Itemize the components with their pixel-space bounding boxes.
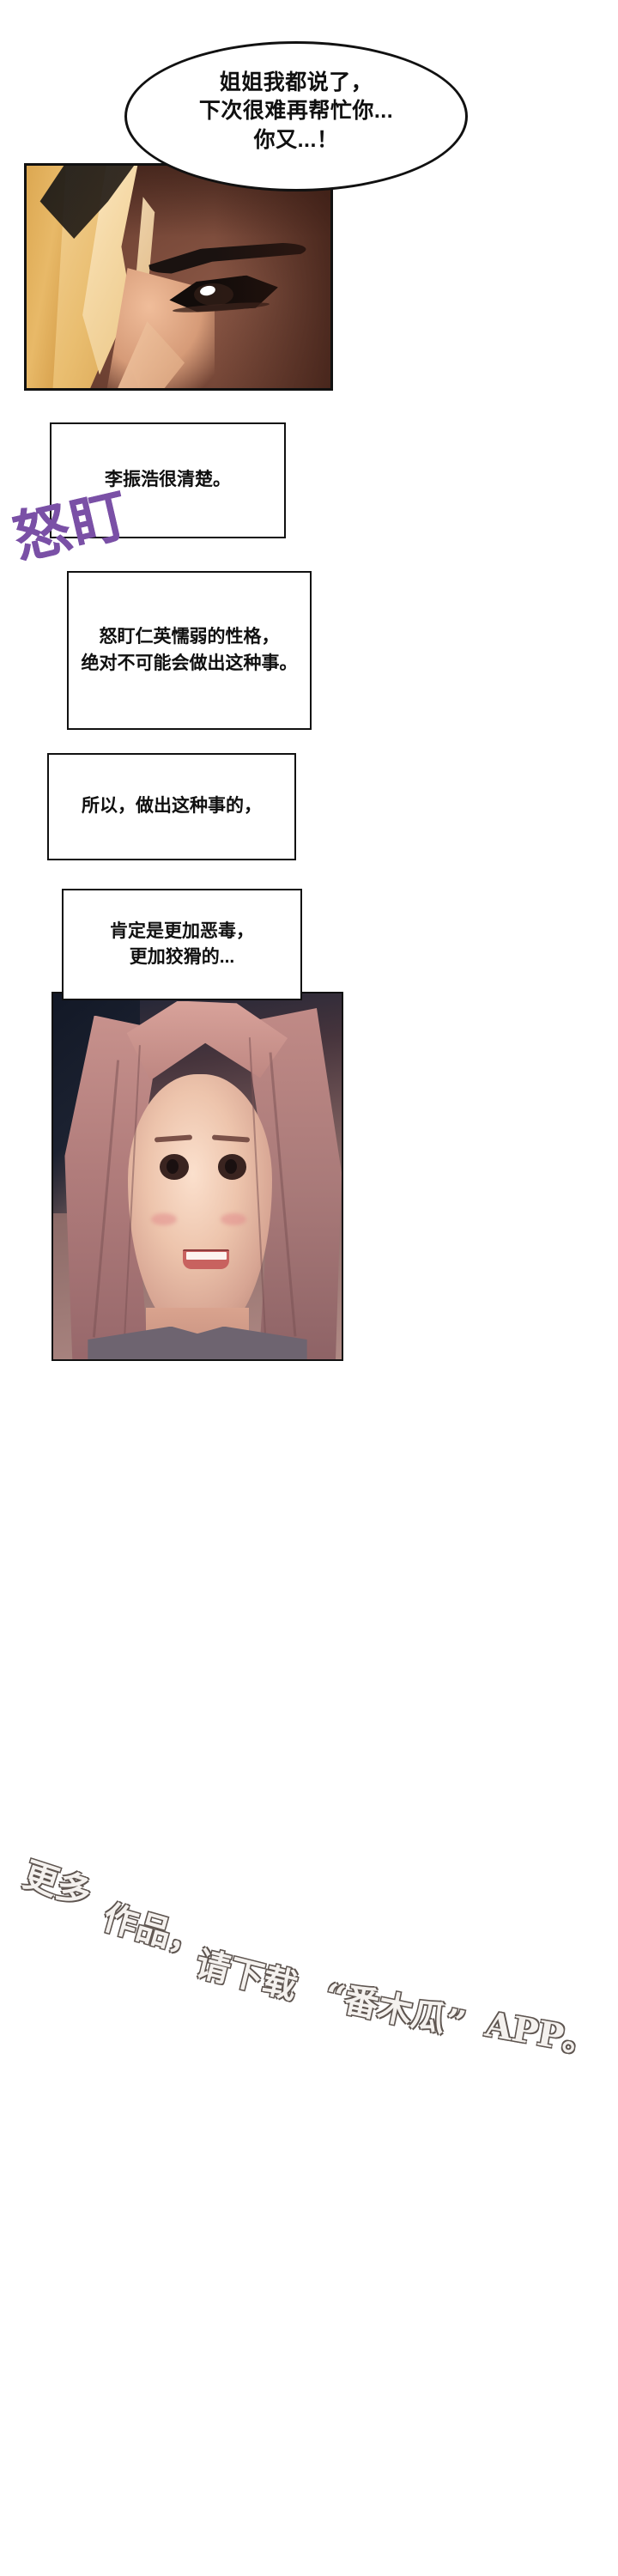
watermark-part-2: 作品， bbox=[98, 1897, 209, 1965]
narration-box-3: 所以，做出这种事的， bbox=[47, 753, 296, 860]
narration-1-line-1: 李振浩很清楚。 bbox=[105, 470, 231, 490]
watermark-part-5: APP。 bbox=[482, 2003, 601, 2063]
speech-bubble-text: 姐姐我都说了， 下次很难再帮忙你... 你又...！ bbox=[124, 69, 468, 155]
watermark: 更多 作品， 请下载 “番木瓜” APP。 bbox=[0, 1846, 618, 2069]
blush-left bbox=[151, 1212, 178, 1226]
narration-4-line-1: 肯定是更加恶毒， bbox=[110, 920, 254, 941]
blush-right bbox=[220, 1212, 247, 1226]
narration-box-2: 怒盯仁英懦弱的性格， 绝对不可能会做出这种事。 bbox=[67, 571, 312, 730]
right-shadow bbox=[215, 166, 330, 388]
speech-line-3: 你又...！ bbox=[253, 127, 339, 152]
panel-angry-eye-art bbox=[27, 166, 330, 388]
narration-4-line-2: 更加狡猾的... bbox=[129, 947, 235, 967]
pupil-right bbox=[224, 1159, 237, 1175]
face bbox=[128, 1073, 273, 1338]
watermark-part-3: 请下载 bbox=[191, 1943, 302, 2008]
narration-3-line-1: 所以，做出这种事的， bbox=[82, 796, 262, 817]
speech-bubble bbox=[124, 41, 468, 191]
panel-angry-eye bbox=[24, 163, 333, 391]
speech-line-2: 下次很难再帮忙你... bbox=[198, 99, 394, 124]
speech-line-1: 姐姐我都说了， bbox=[219, 70, 373, 94]
watermark-part-4: “番木瓜” bbox=[321, 1975, 470, 2044]
watermark-part-1: 更多 bbox=[18, 1854, 97, 1915]
narration-box-4: 肯定是更加恶毒， 更加狡猾的... bbox=[62, 889, 302, 1000]
narration-box-1: 李振浩很清楚。 bbox=[50, 422, 286, 538]
panel-smiling-girl bbox=[52, 992, 343, 1361]
narration-2-line-2: 绝对不可能会做出这种事。 bbox=[81, 653, 298, 673]
teeth bbox=[185, 1251, 227, 1261]
sfx-angry-stare: 怒盯 bbox=[7, 481, 136, 573]
narration-2-line-1: 怒盯仁英懦弱的性格， bbox=[99, 627, 280, 647]
pupil-left bbox=[167, 1159, 179, 1175]
